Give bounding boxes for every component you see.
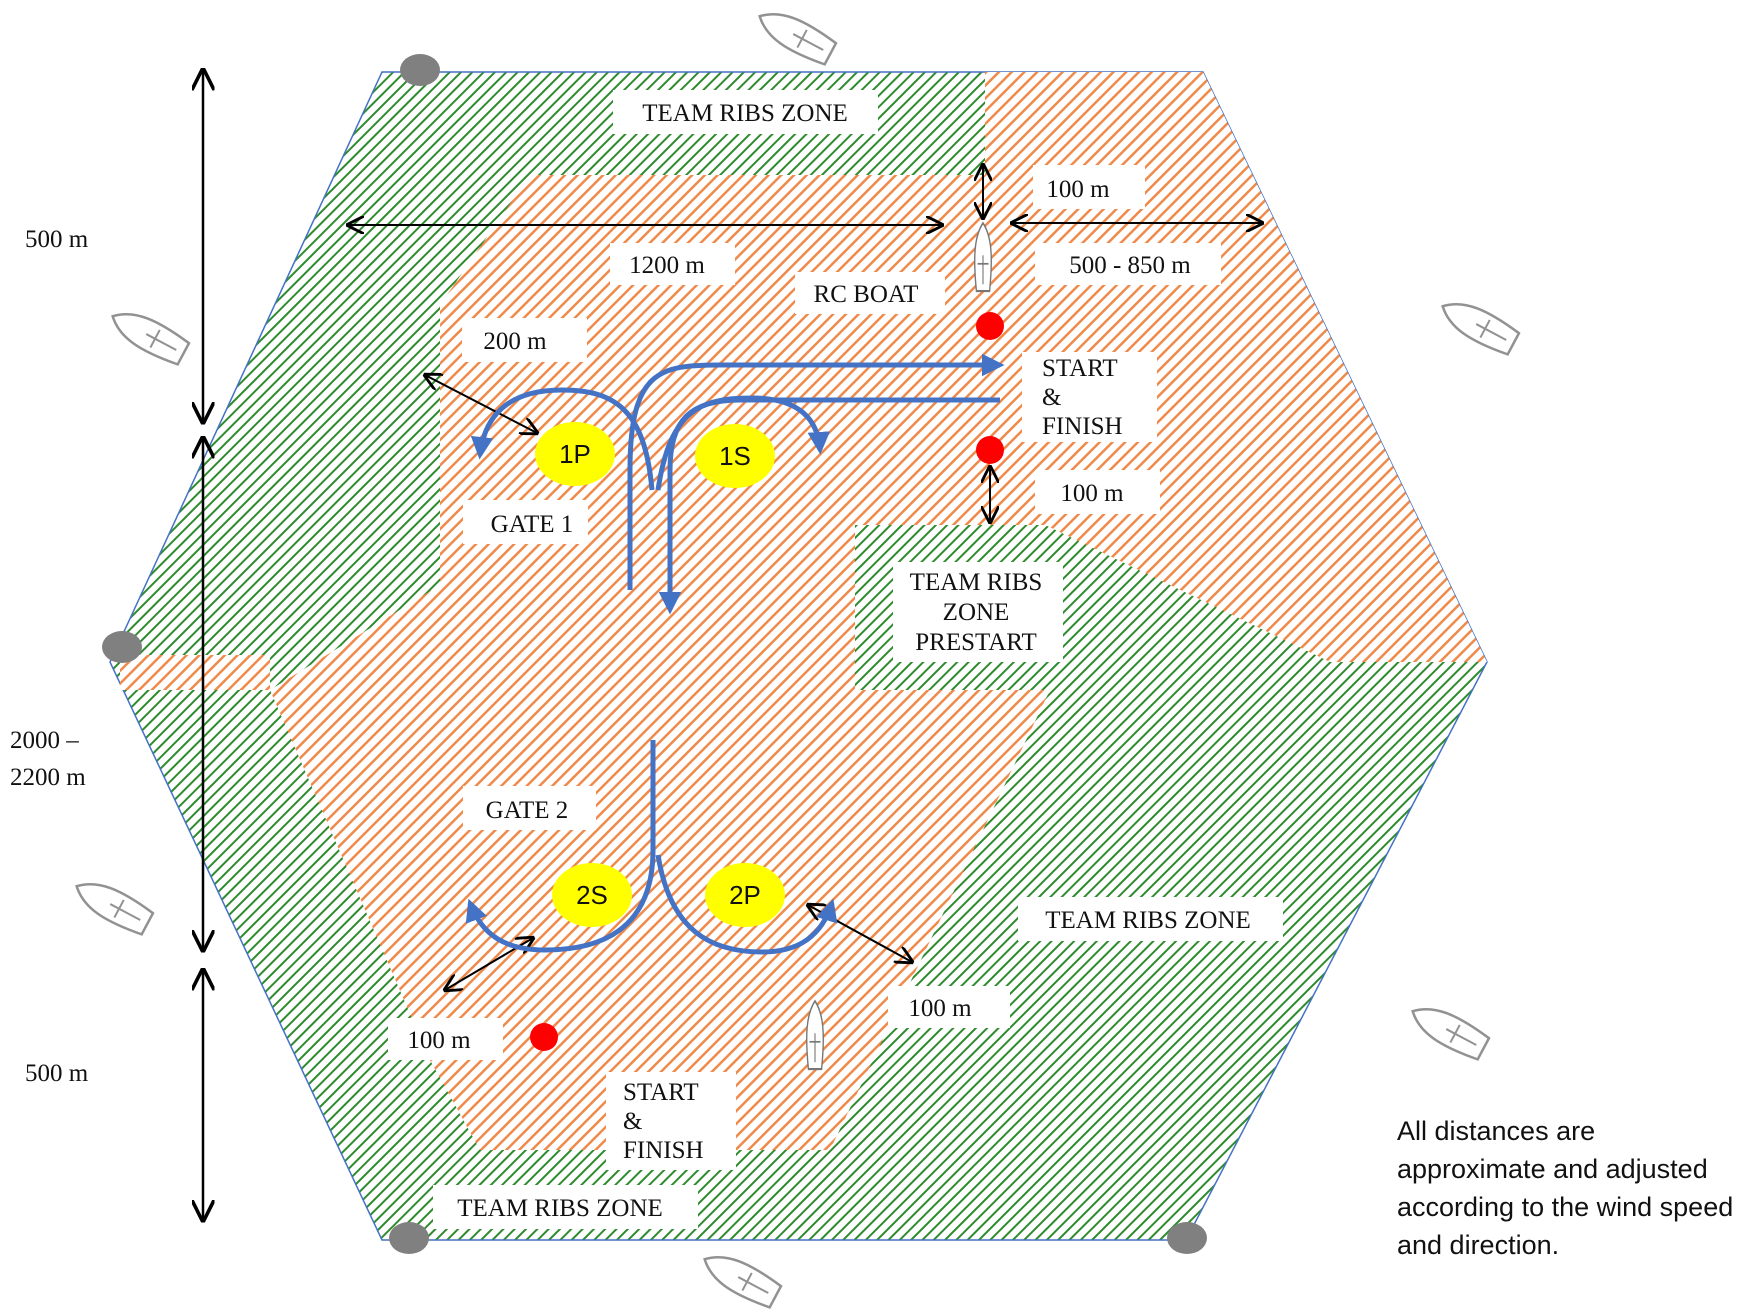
start-finish-label: START [623, 1079, 699, 1106]
mark-1s [695, 424, 775, 488]
course-path [465, 740, 656, 953]
corner-buoy [1167, 1222, 1207, 1254]
corner-buoy [389, 1222, 429, 1254]
side-distance-label: 500 m [25, 1060, 89, 1087]
rc-boat-label: RC BOAT [814, 281, 919, 308]
corner-buoy [102, 631, 142, 663]
course-path [470, 387, 655, 491]
start-finish-label: FINISH [623, 1137, 704, 1164]
start-finish-label: & [623, 1108, 642, 1135]
side-distance-label: 2000 – [10, 727, 79, 754]
label-box [1018, 897, 1283, 941]
course-path [655, 854, 838, 955]
distance-label: 100 m [407, 1027, 471, 1054]
distance-label-200: 200 m [483, 328, 547, 355]
course-path [655, 395, 831, 491]
mark-1p-label: 1P [559, 439, 591, 469]
mark-1p [535, 422, 615, 486]
mark-2p [705, 863, 785, 927]
label-box [1035, 243, 1221, 285]
dimension-arrow [425, 375, 537, 433]
label-box [606, 1072, 736, 1170]
label-box [610, 243, 735, 285]
start-finish-label: & [1042, 384, 1061, 411]
gate-2-label: GATE 2 [486, 797, 569, 824]
mark-2p-label: 2P [729, 880, 761, 910]
side-distance-label: 500 m [25, 226, 89, 253]
label-box [1022, 352, 1157, 442]
boat-icon [68, 871, 156, 939]
boat-icon [1404, 996, 1492, 1064]
prestart-zone-label: PRESTART [915, 629, 1037, 656]
start-finish-label: START [1042, 355, 1118, 382]
label-box [433, 1185, 698, 1229]
distance-label-500-850: 500 - 850 m [1069, 252, 1191, 279]
prestart-zone-label: TEAM RIBS [910, 569, 1043, 596]
mark-1s-label: 1S [719, 441, 751, 471]
label-box [388, 1018, 503, 1060]
distance-label: 100 m [1046, 176, 1110, 203]
label-box [888, 986, 1010, 1028]
distance-label: 100 m [1060, 480, 1124, 507]
mark-2s-label: 2S [576, 880, 608, 910]
side-distance-label: 2200 m [10, 764, 86, 791]
boat-icon [1434, 291, 1522, 359]
label-box [795, 272, 945, 314]
course-path [627, 353, 1005, 590]
corner-buoy [400, 54, 440, 86]
distance-label: 100 m [908, 995, 972, 1022]
zone-label-bottom: TEAM RIBS ZONE [457, 1195, 663, 1222]
boat-icon [104, 301, 192, 369]
label-box [893, 562, 1063, 662]
label-box [463, 500, 588, 544]
distance-label-1200: 1200 m [629, 252, 705, 279]
zone-label-top: TEAM RIBS ZONE [642, 100, 848, 127]
orange-zone-left-bridge [120, 655, 270, 690]
label-box [1033, 165, 1145, 209]
boat-icon [751, 1, 839, 69]
finish-buoy [976, 436, 1004, 464]
prestart-zone-label: ZONE [943, 599, 1010, 626]
label-box [1035, 470, 1160, 514]
label-box [462, 318, 587, 362]
gate-1-label: GATE 1 [491, 511, 574, 538]
label-box [463, 786, 596, 830]
mark-2s [552, 863, 632, 927]
boat-icon [696, 1244, 784, 1312]
start-finish-label: FINISH [1042, 413, 1123, 440]
start-buoy [976, 312, 1004, 340]
zone-label-right: TEAM RIBS ZONE [1045, 907, 1251, 934]
start-buoy [530, 1023, 558, 1051]
distance-note: All distances are approximate and adjust… [1397, 1116, 1734, 1260]
label-box [613, 90, 878, 134]
